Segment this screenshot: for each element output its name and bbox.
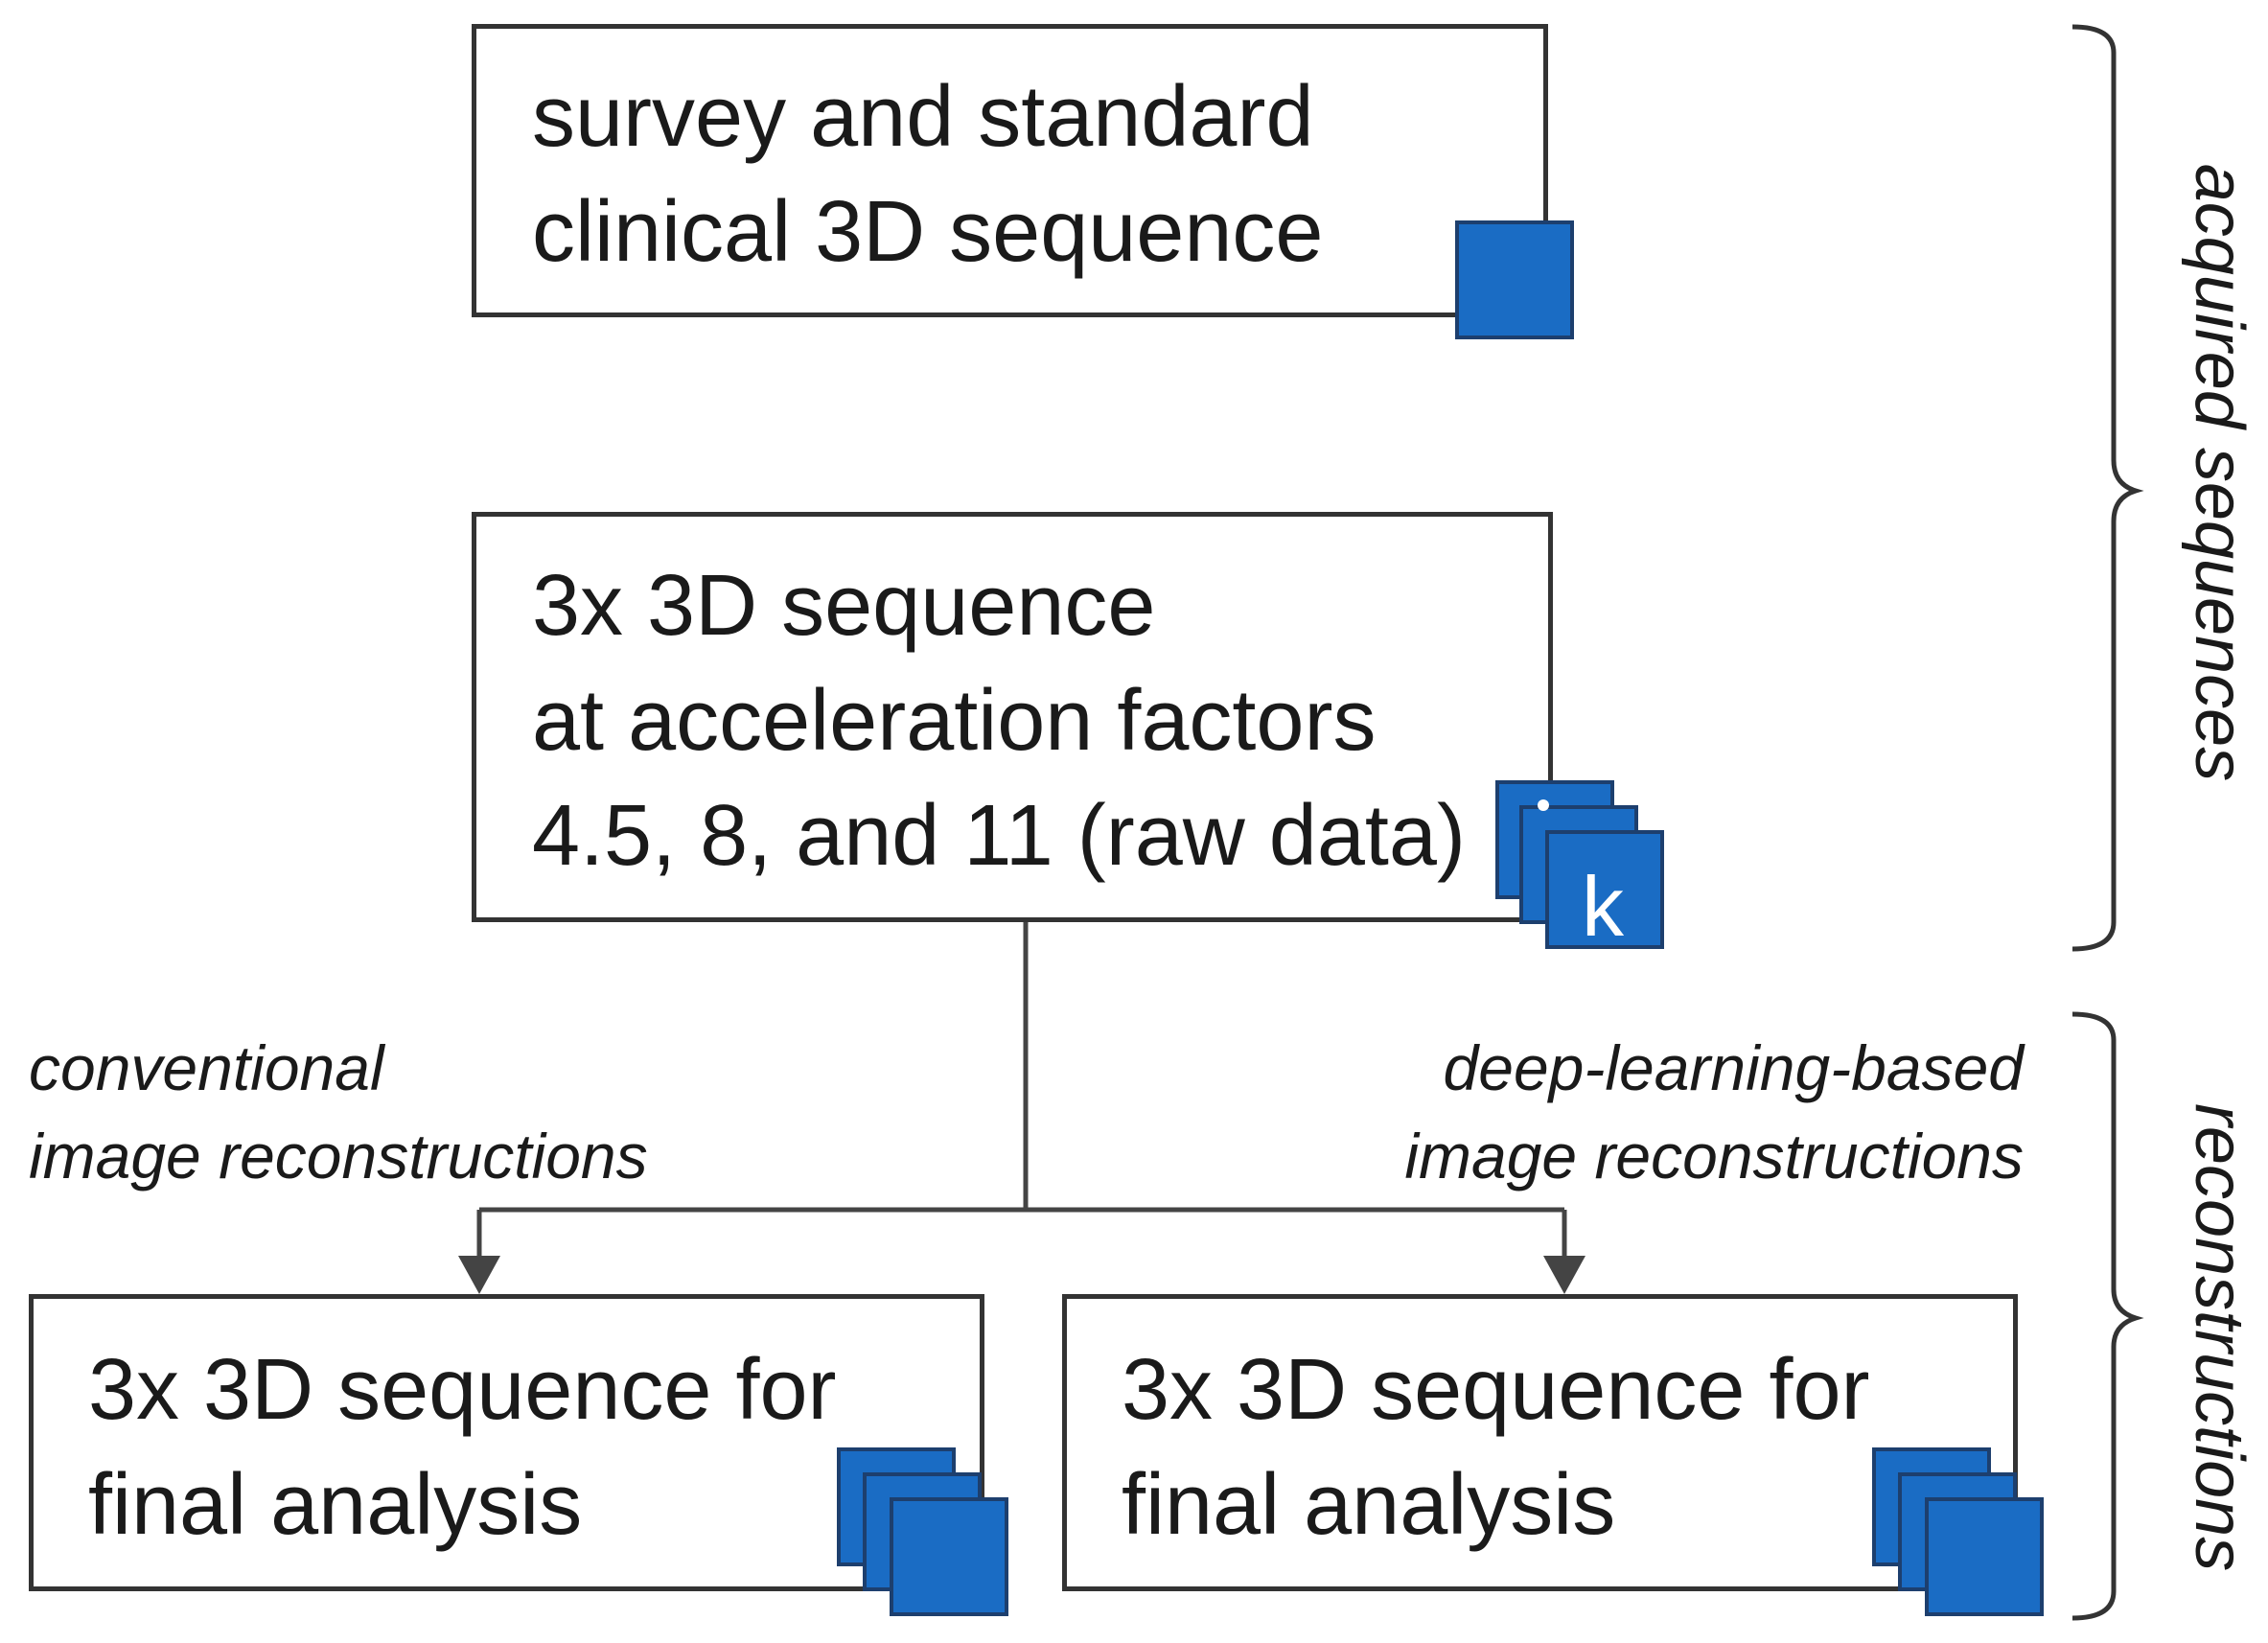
accelerated-box-text: 3x 3D sequence at acceleration factors 4… (532, 548, 1466, 893)
conventional-label: conventional image reconstructions (29, 1024, 648, 1200)
image-stack-icon-deep-learning (1872, 1447, 2044, 1616)
final-deep-learning-box-text: 3x 3D sequence for final analysis (1122, 1332, 1869, 1562)
final-conventional-box (29, 1294, 984, 1591)
deep-learning-label-line-2: image reconstructions (1404, 1121, 2024, 1192)
final-deep-learning-box (1062, 1294, 2018, 1591)
conventional-label-line-2: image reconstructions (29, 1121, 648, 1192)
deep-learning-label: deep-learning-based image reconstruction… (1404, 1024, 2024, 1200)
arrow-down-left-icon (458, 1256, 500, 1294)
blue-square-icon (1455, 220, 1574, 339)
final-deep-learning-line-1: 3x 3D sequence for (1122, 1342, 1870, 1438)
survey-line-1: survey and standard (532, 69, 1314, 165)
k-space-stack-icon: k (1495, 780, 1664, 954)
k-letter: k (1582, 859, 1625, 954)
survey-box (472, 24, 1548, 317)
deep-learning-label-line-1: deep-learning-based (1443, 1032, 2024, 1103)
accelerated-line-1: 3x 3D sequence (532, 558, 1156, 654)
reconstructions-brace (2071, 1011, 2144, 1621)
final-conventional-line-1: 3x 3D sequence for (88, 1342, 837, 1438)
conventional-label-line-1: conventional (29, 1032, 384, 1103)
final-conventional-box-text: 3x 3D sequence for final analysis (88, 1332, 836, 1562)
flow-connectors (476, 922, 1567, 1263)
survey-line-2: clinical 3D sequence (532, 184, 1324, 280)
accelerated-box (472, 512, 1553, 922)
accelerated-line-3: 4.5, 8, and 11 (raw data) (532, 788, 1466, 884)
accelerated-line-2: at acceleration factors (532, 673, 1377, 769)
acquired-brace (2071, 24, 2144, 952)
final-deep-learning-line-2: final analysis (1122, 1457, 1616, 1553)
arrow-down-right-icon (1543, 1256, 1585, 1294)
image-stack-icon-conventional (837, 1447, 1008, 1616)
survey-box-text: survey and standard clinical 3D sequence (532, 59, 1323, 289)
final-conventional-line-2: final analysis (88, 1457, 583, 1553)
